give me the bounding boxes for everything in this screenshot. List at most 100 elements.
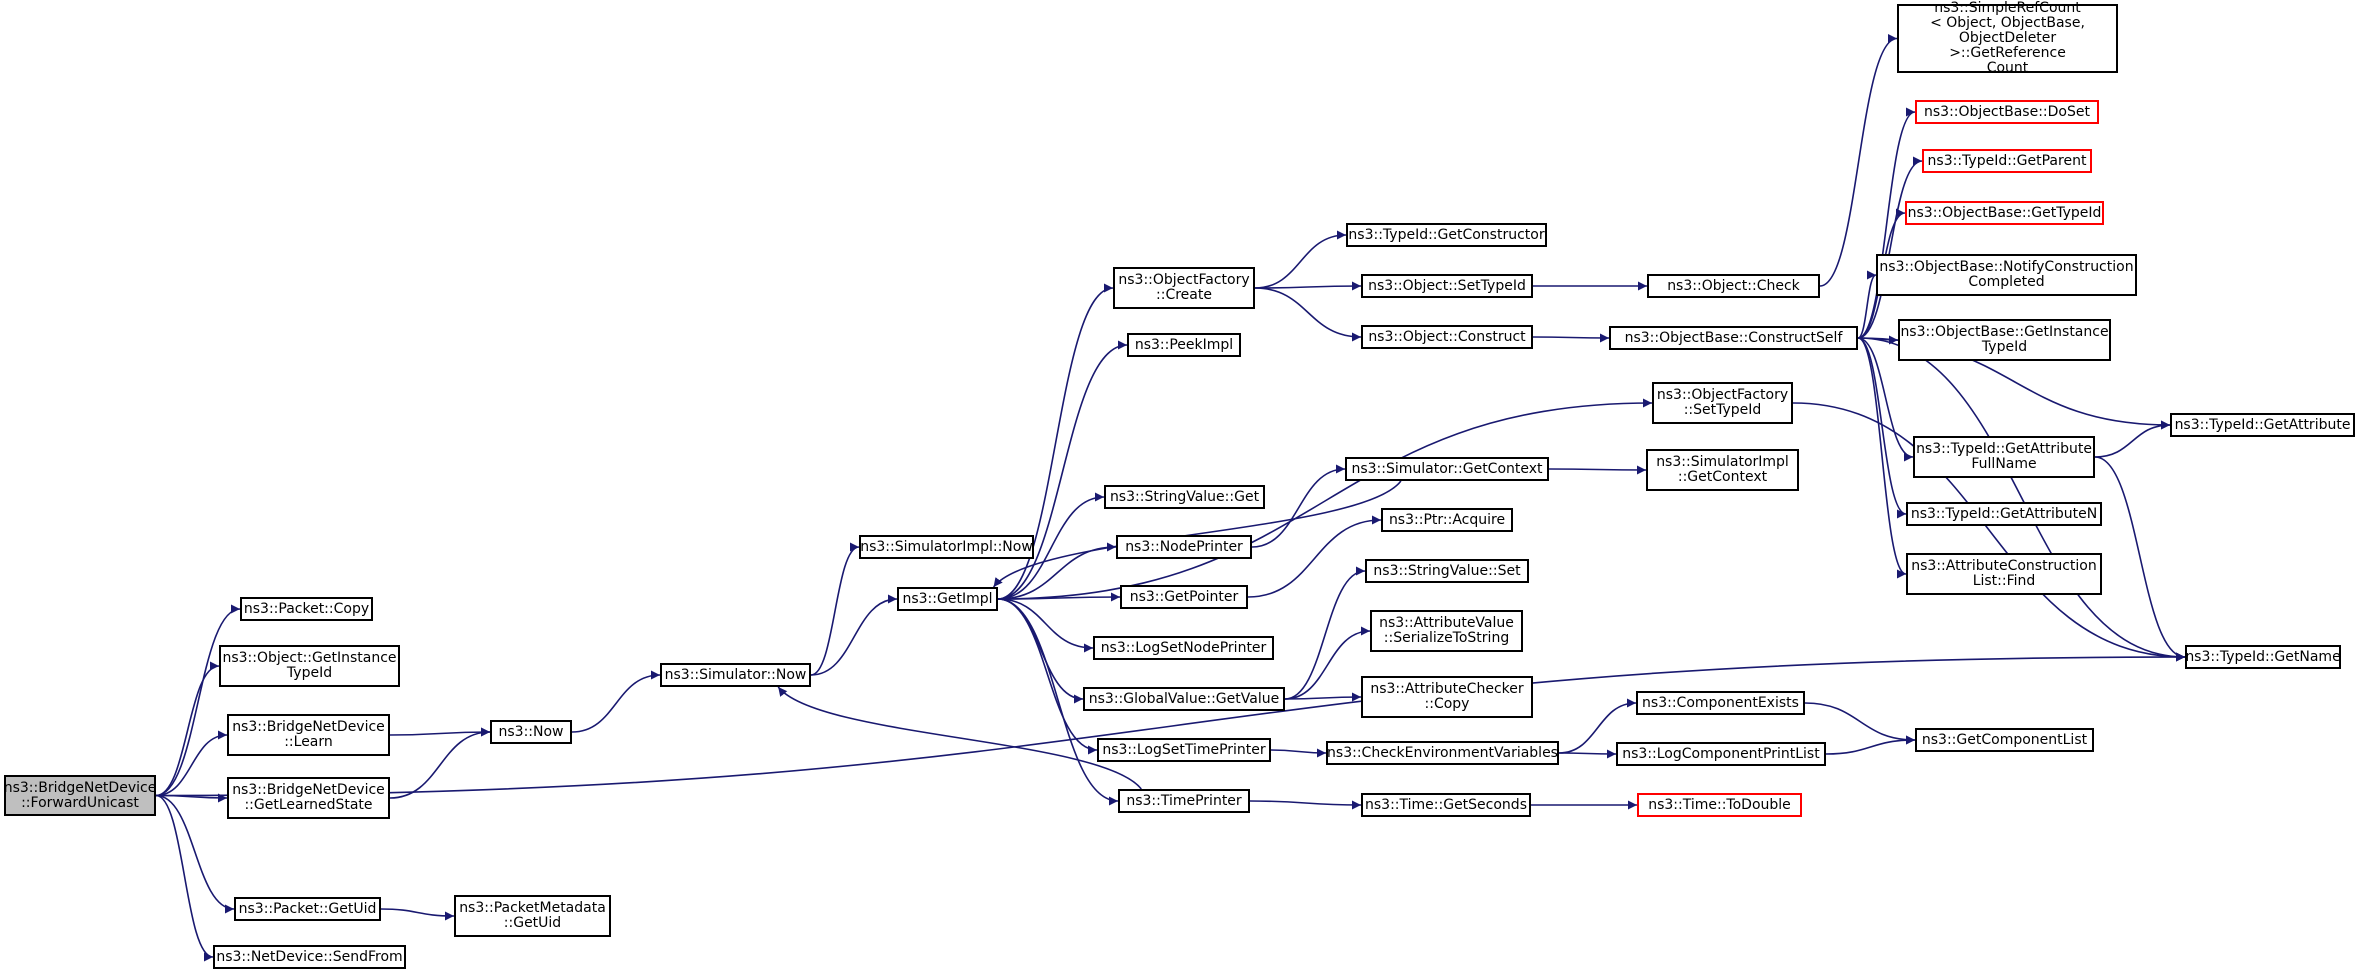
edge-typeid_getattributefullname-to-typeid_getname <box>2094 456 2186 662</box>
node-simplerefcount-getreferencecount[interactable]: ns3::SimpleRefCount < Object, ObjectBase… <box>1897 1 2118 76</box>
node-simulatorimpl-getcontext[interactable]: ns3::SimulatorImpl ::GetContext <box>1646 449 1799 491</box>
node-bridgenetdevice-learn[interactable]: ns3::BridgeNetDevice ::Learn <box>227 714 390 756</box>
node-object-check[interactable]: ns3::Object::Check <box>1647 274 1820 298</box>
edge-globalvalue_getvalue-to-stringvalue_set <box>1284 566 1366 700</box>
edge-object_check-to-simplerefcount_getreferencecount <box>1819 34 1898 287</box>
edge-root-to-packet_getuid <box>155 794 235 914</box>
edge-objectbase_constructself-to-typeid_getparent <box>1857 156 1923 339</box>
node-packetmetadata-getuid[interactable]: ns3::PacketMetadata ::GetUid <box>454 895 611 937</box>
edge-getimpl-to-objectfactory_create <box>997 283 1114 600</box>
node-typeid-getname[interactable]: ns3::TypeId::GetName <box>2185 645 2341 669</box>
edge-logsettimeprinter-to-checkenvvars <box>1270 748 1327 758</box>
node-objectbase-doset[interactable]: ns3::ObjectBase::DoSet <box>1915 100 2099 124</box>
node-bridgenetdevice-forwardunicast[interactable]: ns3::BridgeNetDevice ::ForwardUnicast <box>4 775 156 816</box>
node-logsettimeprinter[interactable]: ns3::LogSetTimePrinter <box>1097 738 1271 762</box>
node-attributeconstructionlist-find[interactable]: ns3::AttributeConstruction List::Find <box>1906 553 2102 595</box>
edge-typeid_getattributefullname-to-typeid_getattribute <box>2094 420 2171 458</box>
edge-componentexists-to-getcomponentlist <box>1804 702 1916 745</box>
node-logcomponentprintlist[interactable]: ns3::LogComponentPrintList <box>1616 742 1826 766</box>
node-stringvalue-get[interactable]: ns3::StringValue::Get <box>1104 485 1265 509</box>
node-typeid-getparent[interactable]: ns3::TypeId::GetParent <box>1922 149 2092 173</box>
node-logsetnodeprinter[interactable]: ns3::LogSetNodePrinter <box>1093 636 1274 660</box>
edge-root-to-packet_copy <box>155 604 241 797</box>
edge-objectfactory_create-to-object_construct <box>1254 287 1362 342</box>
node-typeid-getattributen[interactable]: ns3::TypeId::GetAttributeN <box>1906 502 2102 526</box>
node-simulator-now[interactable]: ns3::Simulator::Now <box>660 663 811 687</box>
edge-packet_getuid-to-packetmetadata_getuid <box>380 908 455 921</box>
edge-objectbase_constructself-to-objectbase_notifyconstructioncompleted <box>1857 270 1877 339</box>
edge-simulator_getcontext-to-simulatorimpl_getcontext <box>1548 465 1647 475</box>
edge-objectfactory_settypeid-to-typeid_getname <box>1792 402 2186 662</box>
edge-globalvalue_getvalue-to-attributechecker_copy <box>1284 692 1362 702</box>
edge-logcomponentprintlist-to-getcomponentlist <box>1825 735 1916 755</box>
edge-root-to-bridge_learn <box>155 730 228 797</box>
node-bridgenetdevice-getlearnedstate[interactable]: ns3::BridgeNetDevice ::GetLearnedState <box>227 777 390 819</box>
edge-simulator_getcontext-to-getimpl <box>992 480 1402 588</box>
node-time-todouble[interactable]: ns3::Time::ToDouble <box>1637 793 1802 817</box>
edge-getimpl-to-objectfactory_settypeid <box>997 398 1653 600</box>
node-ptr-acquire[interactable]: ns3::Ptr::Acquire <box>1381 508 1513 532</box>
edge-getimpl-to-peekimpl <box>997 340 1128 600</box>
edge-object_construct-to-objectbase_constructself <box>1532 333 1610 343</box>
edge-getimpl-to-stringvalue_get <box>997 492 1105 600</box>
edge-simulator_now-to-simulatorimpl_now <box>810 542 860 676</box>
edge-objectfactory_create-to-typeid_getconstructor <box>1254 230 1347 289</box>
edge-objectbase_constructself-to-typeid_getattributefullname <box>1857 337 1914 462</box>
node-netdevice-sendfrom[interactable]: ns3::NetDevice::SendFrom <box>213 945 406 969</box>
node-packet-copy[interactable]: ns3::Packet::Copy <box>240 597 373 621</box>
edge-timeprinter-to-time_getseconds <box>1249 800 1362 810</box>
node-checkenvironmentvariables[interactable]: ns3::CheckEnvironmentVariables <box>1326 741 1559 765</box>
node-packet-getuid[interactable]: ns3::Packet::GetUid <box>234 897 381 921</box>
edge-root-to-object_getinstancetypeid <box>155 661 220 797</box>
node-typeid-getattributefullname[interactable]: ns3::TypeId::GetAttribute FullName <box>1913 436 2095 478</box>
node-getimpl[interactable]: ns3::GetImpl <box>897 587 998 611</box>
edge-objectbase_constructself-to-attributeconstructionlist_find <box>1857 337 1907 579</box>
edge-getimpl-to-timeprinter <box>997 598 1119 806</box>
edge-bridge_learn-to-ns3_now <box>389 727 491 737</box>
node-objectfactory-create[interactable]: ns3::ObjectFactory ::Create <box>1113 267 1255 309</box>
node-attributevalue-serializetostring[interactable]: ns3::AttributeValue ::SerializeToString <box>1370 610 1523 652</box>
node-ns3-now[interactable]: ns3::Now <box>490 720 572 744</box>
node-getcomponentlist[interactable]: ns3::GetComponentList <box>1915 728 2094 752</box>
node-typeid-getconstructor[interactable]: ns3::TypeId::GetConstructor <box>1346 223 1547 247</box>
edge-checkenvvars-to-logcomponentprintlist <box>1558 749 1617 759</box>
node-simulator-getcontext[interactable]: ns3::Simulator::GetContext <box>1345 457 1549 481</box>
node-objectfactory-settypeid[interactable]: ns3::ObjectFactory ::SetTypeId <box>1652 382 1793 424</box>
edge-root-to-typeid_getname <box>155 652 2186 797</box>
node-getpointer[interactable]: ns3::GetPointer <box>1120 585 1248 609</box>
node-peekimpl[interactable]: ns3::PeekImpl <box>1127 333 1241 357</box>
edge-objectfactory_create-to-object_settypeid <box>1254 281 1362 291</box>
edge-checkenvvars-to-componentexists <box>1558 698 1637 754</box>
node-time-getseconds[interactable]: ns3::Time::GetSeconds <box>1361 793 1531 817</box>
node-typeid-getattribute[interactable]: ns3::TypeId::GetAttribute <box>2170 413 2355 437</box>
edge-ns3_now-to-simulator_now <box>571 670 661 733</box>
node-object-construct[interactable]: ns3::Object::Construct <box>1361 325 1533 349</box>
node-objectbase-getinstancetypeid[interactable]: ns3::ObjectBase::GetInstance TypeId <box>1898 319 2111 361</box>
edge-globalvalue_getvalue-to-attributevalue_serialize <box>1284 626 1371 700</box>
node-nodeprinter[interactable]: ns3::NodePrinter <box>1116 535 1252 559</box>
node-object-getinstancetypeid[interactable]: ns3::Object::GetInstance TypeId <box>219 645 400 687</box>
edge-getimpl-to-globalvalue_getvalue <box>997 598 1084 704</box>
edge-getpointer-to-ptr_acquire <box>1247 515 1382 598</box>
node-stringvalue-set[interactable]: ns3::StringValue::Set <box>1365 559 1529 583</box>
node-globalvalue-getvalue[interactable]: ns3::GlobalValue::GetValue <box>1083 687 1285 711</box>
edge-objectbase_constructself-to-objectbase_doset <box>1857 107 1916 339</box>
edge-bridge_getlearnedstate-to-ns3_now <box>389 727 491 799</box>
node-objectbase-constructself[interactable]: ns3::ObjectBase::ConstructSelf <box>1609 326 1858 350</box>
edge-getimpl-to-logsetnodeprinter <box>997 598 1094 653</box>
node-timeprinter[interactable]: ns3::TimePrinter <box>1118 789 1250 813</box>
node-objectbase-notifyconstructioncompleted[interactable]: ns3::ObjectBase::NotifyConstruction Comp… <box>1876 254 2137 296</box>
edge-simulator_now-to-getimpl <box>810 594 898 676</box>
edge-nodeprinter-to-simulator_getcontext <box>1251 464 1346 548</box>
node-componentexists[interactable]: ns3::ComponentExists <box>1636 691 1805 715</box>
edge-getimpl-to-logsettimeprinter <box>997 598 1098 755</box>
node-simulatorimpl-now[interactable]: ns3::SimulatorImpl::Now <box>859 535 1034 559</box>
edge-timeprinter-to-simulator_now <box>777 686 1142 790</box>
edge-objectbase_constructself-to-typeid_getattributen <box>1857 337 1907 519</box>
edge-root-to-netdevice_sendfrom <box>155 794 214 962</box>
node-objectbase-gettypeid[interactable]: ns3::ObjectBase::GetTypeId <box>1905 201 2104 225</box>
node-object-settypeid[interactable]: ns3::Object::SetTypeId <box>1361 274 1533 298</box>
node-attributechecker-copy[interactable]: ns3::AttributeChecker ::Copy <box>1361 676 1533 718</box>
